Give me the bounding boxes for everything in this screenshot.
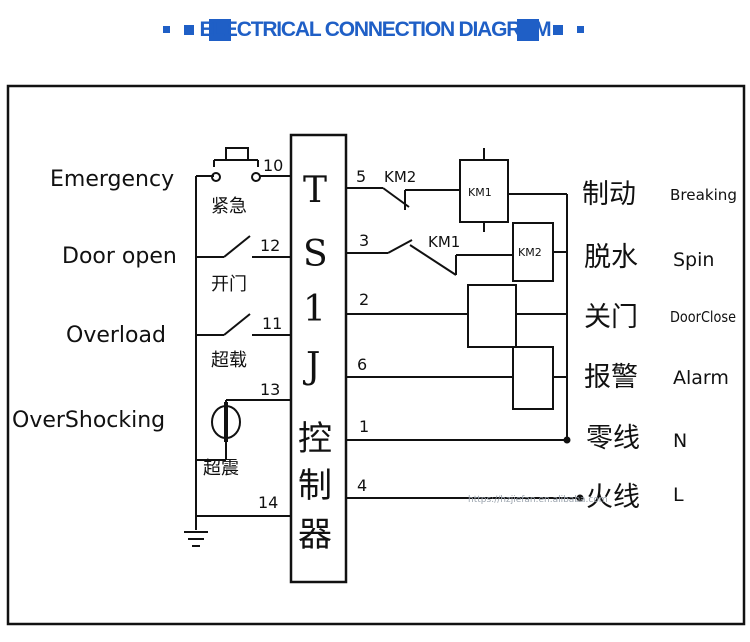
controller-name-char: 器 <box>298 515 332 555</box>
controller-model-char: J <box>302 346 320 387</box>
header-deco-square <box>184 25 194 35</box>
page-header: ELECTRICAL CONNECTION DIAGRAM <box>0 12 750 48</box>
output-cn-live: 火线 <box>586 482 640 513</box>
contact-label-km1: KM1 <box>428 233 460 251</box>
controller-name-char: 制 <box>298 466 332 506</box>
output-en-door-close: DoorClose <box>670 308 736 326</box>
controller-model-char: 1 <box>303 289 326 330</box>
header-deco-square <box>163 26 170 33</box>
input-cn-emergency: 紧急 <box>211 196 247 217</box>
terminal-11: 11 <box>262 314 282 333</box>
output-cn-door-close: 关门 <box>584 302 638 333</box>
input-label-overshocking: OverShocking <box>12 408 165 433</box>
terminal-1: 1 <box>359 417 369 436</box>
controller-box <box>289 133 348 584</box>
output-cn-neutral: 零线 <box>586 423 640 454</box>
coil-label-km1: KM1 <box>468 186 492 199</box>
output-en-breaking: Breaking <box>670 186 737 204</box>
controller-model-char: T <box>303 170 327 211</box>
output-en-spin: Spin <box>673 249 714 271</box>
terminal-4: 4 <box>357 476 367 495</box>
input-label-emergency: Emergency <box>50 167 174 192</box>
terminal-14: 14 <box>258 493 278 512</box>
header-deco-square <box>577 26 584 33</box>
diagram-frame <box>6 84 746 626</box>
coil-label-km2: KM2 <box>518 246 542 259</box>
terminal-12: 12 <box>260 236 280 255</box>
terminal-10: 10 <box>263 156 283 175</box>
contact-label-km2: KM2 <box>384 168 416 186</box>
page-title: ELECTRICAL CONNECTION DIAGRAM <box>199 18 552 41</box>
header-deco-square <box>517 19 539 41</box>
header-deco-square <box>209 19 231 41</box>
input-cn-overload: 超载 <box>211 350 247 371</box>
terminal-13: 13 <box>260 380 280 399</box>
input-label-door-open: Door open <box>62 244 177 269</box>
terminal-3: 3 <box>359 231 369 250</box>
controller-name-char: 控 <box>298 419 332 459</box>
terminal-2: 2 <box>359 290 369 309</box>
output-cn-breaking: 制动 <box>582 179 636 210</box>
output-cn-spin: 脱水 <box>584 242 638 273</box>
header-deco-square <box>553 25 563 35</box>
input-label-overload: Overload <box>66 323 166 348</box>
output-en-alarm: Alarm <box>673 367 729 389</box>
output-en-neutral: N <box>673 430 687 452</box>
controller-model-char: S <box>303 234 328 275</box>
terminal-5: 5 <box>356 167 366 186</box>
terminal-6: 6 <box>357 355 367 374</box>
input-cn-door-open: 开门 <box>211 274 247 295</box>
output-en-live: L <box>673 484 684 506</box>
input-cn-overshocking: 超震 <box>203 458 239 479</box>
output-cn-alarm: 报警 <box>584 362 638 393</box>
watermark: https://hzjiefan.en.alibaba.com <box>468 495 608 505</box>
